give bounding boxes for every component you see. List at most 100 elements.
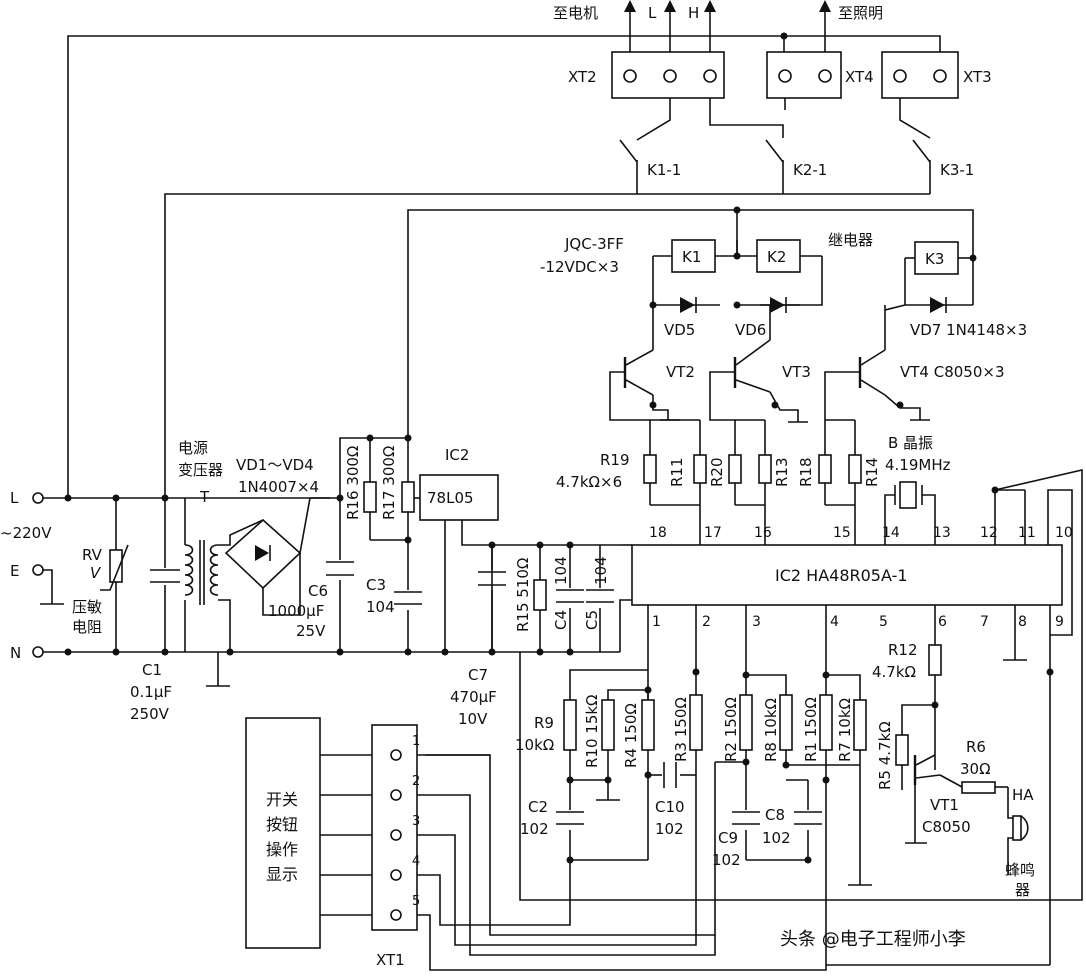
label-r9: R9: [534, 714, 554, 732]
ic-pin-5: 5: [879, 614, 888, 630]
ic-pin-9: 9: [1055, 614, 1064, 630]
xt1-pin-4: 4: [412, 854, 420, 869]
label-r11: R11: [668, 457, 686, 487]
label-c6-val2: 25V: [296, 622, 326, 640]
label-r3: R3 150Ω: [672, 697, 690, 762]
label-r19: R19: [600, 451, 630, 469]
ic-pin-10: 10: [1055, 525, 1073, 541]
label-buzzer-2: 器: [1015, 881, 1030, 899]
label-r18: R18: [797, 457, 815, 487]
label-r1: R1 150Ω: [802, 697, 820, 762]
label-rv: RV: [82, 546, 103, 564]
flyback-diodes: [680, 297, 947, 313]
panel-line-3: 操作: [266, 840, 298, 859]
label-xt3: XT3: [963, 68, 992, 86]
label-c7: C7: [468, 666, 488, 684]
label-r5: R5 4.7kΩ: [876, 721, 894, 790]
label-220v: ~220V: [0, 524, 52, 542]
label-bridge-spec: 1N4007×4: [238, 478, 319, 496]
control-panel-box: [245, 717, 321, 949]
relay-contacts: [619, 139, 931, 163]
label-c1: C1: [142, 661, 162, 679]
resistors: [363, 454, 996, 794]
label-relay-model: JQC-3FF: [564, 235, 624, 253]
label-ic2-reg: IC2: [445, 446, 469, 464]
label-L-out: L: [648, 4, 657, 22]
label-varistor-2: 电阻: [72, 618, 102, 636]
label-xfmr-1: 电源: [178, 439, 208, 457]
panel-line-4: 显示: [266, 865, 298, 884]
label-vt1: VT1: [930, 796, 959, 814]
label-r12: R12: [888, 641, 918, 659]
ic-pin-11: 11: [1018, 525, 1036, 541]
label-k3: K3: [925, 250, 944, 268]
label-k3-1: K3-1: [940, 161, 974, 179]
label-k2-1: K2-1: [793, 161, 827, 179]
label-rv-v: V: [90, 564, 102, 582]
output-arrows: [624, 0, 831, 12]
label-c6: C6: [308, 582, 328, 600]
label-crystal-freq: 4.19MHz: [885, 456, 951, 474]
label-N-in: N: [10, 644, 21, 662]
terminal-xt1: [371, 724, 418, 931]
ic-pin-13: 13: [933, 525, 951, 541]
label-crystal: B 晶振: [888, 434, 933, 452]
label-r6: R6: [966, 738, 986, 756]
label-vd6: VD6: [735, 321, 766, 339]
watermark: 头条 @电子工程师小李: [780, 929, 966, 950]
power-input-terminals: [32, 492, 44, 658]
label-r6-val: 30Ω: [960, 760, 991, 778]
label-varistor-1: 压敏: [72, 598, 102, 616]
ic-pin-1: 1: [652, 614, 661, 630]
panel-line-1: 开关: [266, 790, 298, 809]
ic-pin-12: 12: [980, 525, 998, 541]
label-to-light: 至照明: [838, 4, 883, 22]
label-c8-val: 102: [762, 829, 791, 847]
label-c9-val: 102: [712, 851, 741, 869]
ic-pin-18: 18: [649, 525, 667, 541]
main-ic: [631, 544, 1063, 606]
label-c2: C2: [528, 798, 548, 816]
label-L-in: L: [10, 489, 19, 507]
label-r15: R15 510Ω: [514, 558, 532, 632]
label-relays-caption: 继电器: [828, 231, 873, 249]
label-vt2: VT2: [666, 363, 695, 381]
label-c1-val2: 250V: [130, 705, 170, 723]
ic-pin-17: 17: [704, 525, 722, 541]
ic-pin-7: 7: [980, 614, 989, 630]
xt1-pin-3: 3: [412, 814, 420, 829]
label-c5: C5: [583, 610, 601, 630]
label-c3-val: 104: [366, 598, 395, 616]
capacitors: [150, 561, 822, 825]
labels: 至电机 L H 至照明 XT2 XT4 XT3 K1-1 K2-1 K3-1 J…: [0, 4, 1073, 969]
label-c2-val: 102: [520, 820, 549, 838]
label-c10: C10: [655, 798, 685, 816]
ic-pin-3: 3: [752, 614, 761, 630]
label-c6-val1: 1000μF: [268, 602, 324, 620]
ic-pin-16: 16: [754, 525, 772, 541]
label-ha: HA: [1012, 786, 1034, 804]
label-to-motor: 至电机: [553, 4, 598, 22]
regulator-78l05: [419, 474, 499, 521]
label-relay-spec: -12VDC×3: [540, 258, 619, 276]
label-r10: R10 15kΩ: [583, 694, 601, 768]
label-main-ic: IC2 HA48R05A-1: [775, 566, 908, 585]
terminal-xt3: [881, 51, 959, 99]
label-xfmr-2: 变压器: [178, 461, 223, 479]
label-c3: C3: [366, 576, 386, 594]
transistors: [623, 339, 941, 785]
power-transformer: [184, 540, 219, 605]
wiring: [40, 10, 1083, 971]
label-xfmr-t: T: [199, 488, 210, 506]
label-vd1-vd4: VD1～VD4: [236, 456, 314, 474]
label-c9: C9: [718, 829, 738, 847]
label-r12-val: 4.7kΩ: [872, 663, 916, 681]
junction-dots: [64, 32, 1054, 864]
label-c5-val: 104: [592, 556, 610, 585]
terminal-xt4: [766, 51, 842, 99]
label-k1-1: K1-1: [647, 161, 681, 179]
label-r16: R16 300Ω: [344, 446, 362, 520]
label-c7-val2: 10V: [458, 710, 488, 728]
label-vd7: VD7 1N4148×3: [910, 321, 1027, 339]
